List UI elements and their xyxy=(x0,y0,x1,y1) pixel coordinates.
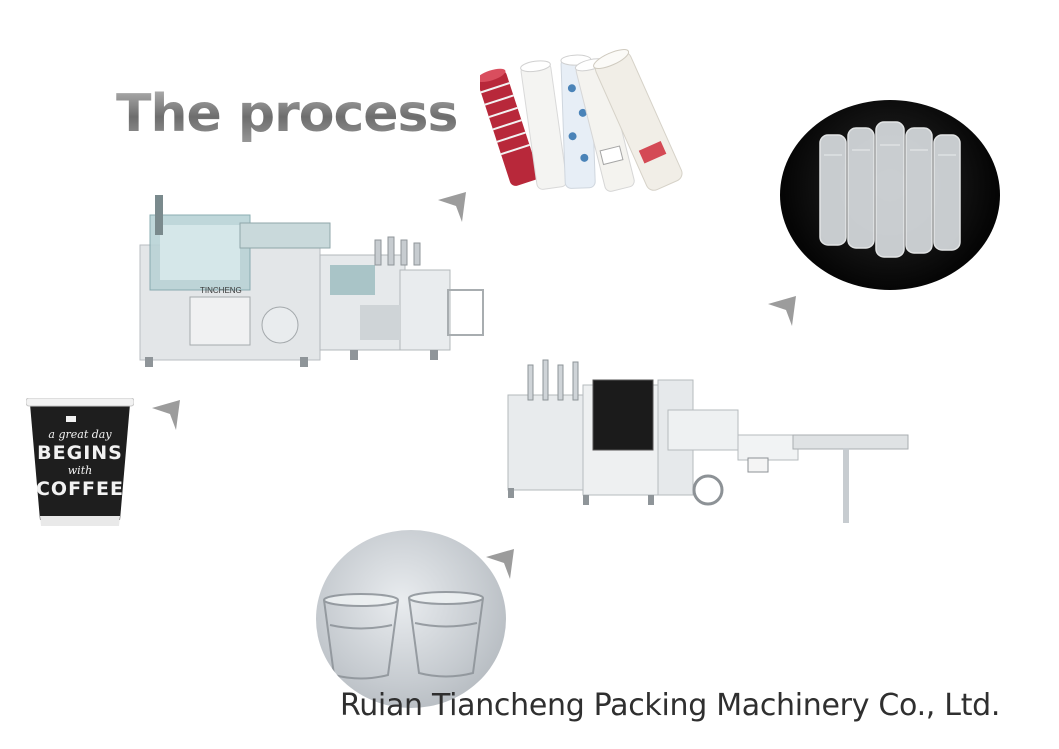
cup-text-line2: BEGINS xyxy=(37,442,123,464)
coffee-cup-image-bg xyxy=(26,398,134,526)
paper-cup-stacks-image xyxy=(480,49,683,192)
thermoforming-machine-image: TINCHENG xyxy=(139,195,484,367)
coffee-cup: a great day BEGINS with COFFEE xyxy=(26,398,134,528)
arrow-icon-cup-to-machine xyxy=(152,400,180,430)
arrow-icon-to-stacked-cups xyxy=(768,296,796,326)
machine-brand-label: TINCHENG xyxy=(200,286,242,295)
stacked-clear-cups-circle-image xyxy=(780,100,1000,290)
arrow-icon-machine-to-papercups xyxy=(438,192,466,222)
cup-text-line4: COFFEE xyxy=(35,478,124,500)
white-cup-stack-2 xyxy=(574,58,635,192)
plastic-cups-circle-image xyxy=(316,530,506,708)
cup-packing-machine-image xyxy=(507,359,909,523)
red-cup-stack xyxy=(480,68,539,186)
large-white-cup-stack xyxy=(593,49,683,191)
arrow-icon-plastic-to-machine xyxy=(486,549,514,579)
page-title: The process xyxy=(116,84,458,144)
cup-text-line1: a great day xyxy=(48,428,112,441)
company-name: Ruian Tiancheng Packing Machinery Co., L… xyxy=(340,688,1001,723)
white-cup-stack xyxy=(520,60,568,190)
cup-text-line3: with xyxy=(67,464,93,477)
